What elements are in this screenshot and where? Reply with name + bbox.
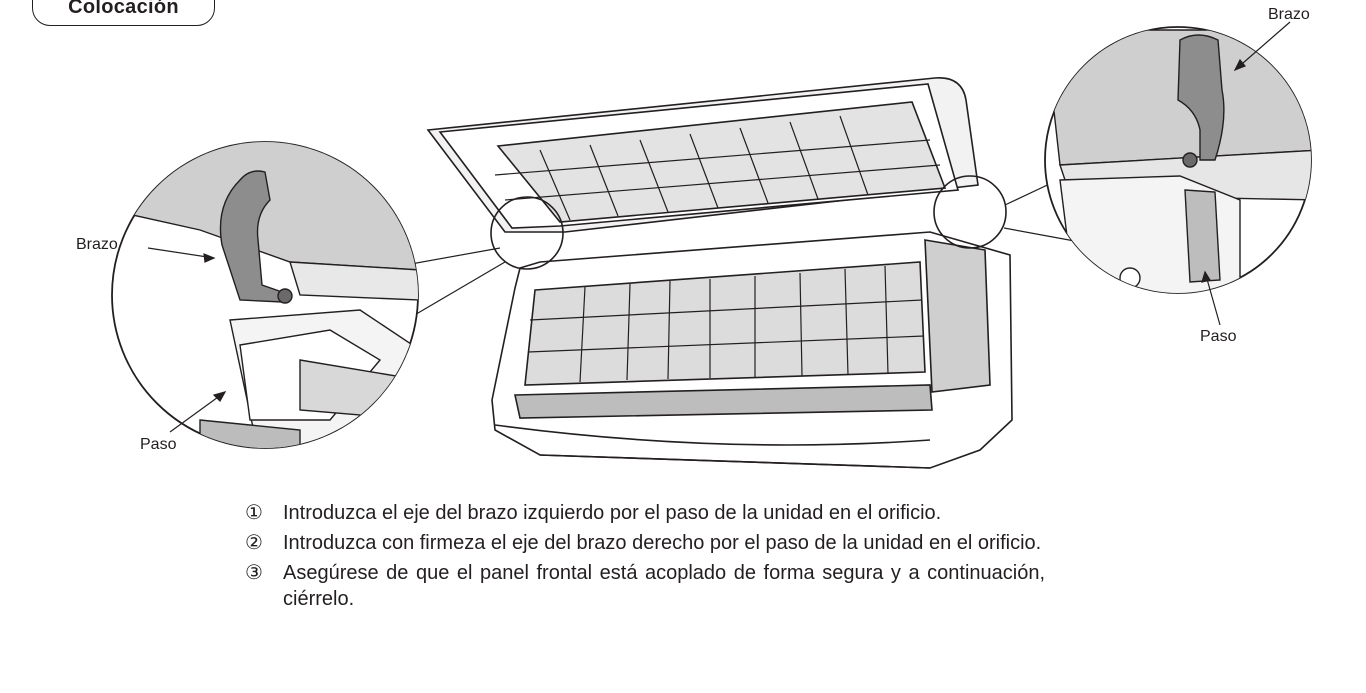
- section-title: Colocación: [68, 0, 179, 18]
- left-zoom-indicator: [490, 196, 564, 270]
- step-1-text: Introduzca el eje del brazo izquierdo po…: [283, 502, 942, 524]
- instruction-steps: ① Introduzca el eje del brazo izquierdo …: [245, 500, 1045, 616]
- step-1-number: ①: [245, 502, 263, 524]
- step-3: ③ Asegúrese de que el panel frontal está…: [245, 560, 1045, 612]
- step-2-text: Introduzca con firmeza el eje del brazo …: [283, 532, 1042, 554]
- right-zoom-indicator: [933, 175, 1007, 249]
- step-2: ② Introduzca con firmeza el eje del braz…: [245, 530, 1045, 556]
- step-3-text: Asegúrese de que el panel frontal está a…: [283, 562, 1045, 610]
- right-step-label: Paso: [1200, 328, 1237, 345]
- left-step-label: Paso: [140, 436, 177, 453]
- step-1: ① Introduzca el eje del brazo izquierdo …: [245, 500, 1045, 526]
- step-2-number: ②: [245, 532, 263, 554]
- step-3-number: ③: [245, 562, 263, 584]
- right-detail-magnified: [1044, 26, 1312, 294]
- right-arm-label: Brazo: [1268, 6, 1310, 23]
- ac-unit-drawing: [426, 77, 1013, 469]
- left-arm-label: Brazo: [76, 236, 118, 253]
- left-detail-magnified: [111, 141, 419, 449]
